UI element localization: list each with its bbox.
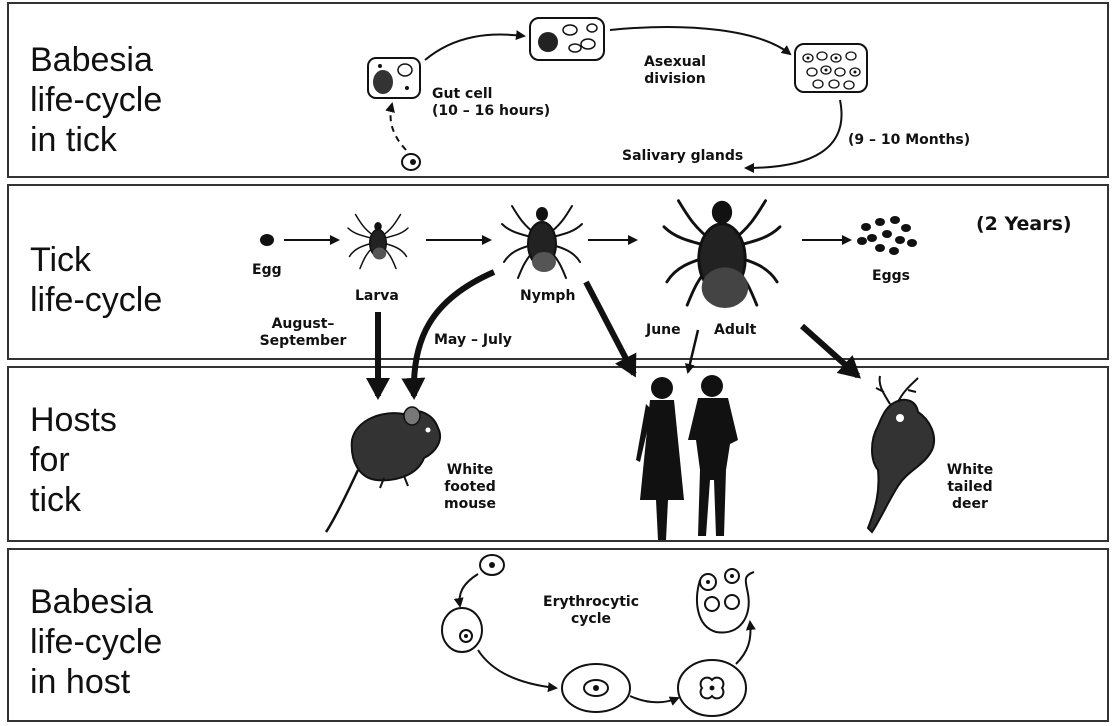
label-erythrocytic-cycle: Erythrocytic cycle bbox=[536, 594, 646, 628]
label-white-tailed-deer: White tailed deer bbox=[940, 462, 1000, 513]
panel-title-babesia-tick: Babesia life-cycle in tick bbox=[30, 40, 162, 160]
label-two-years: (2 Years) bbox=[976, 216, 1072, 233]
label-adult: Adult bbox=[714, 322, 756, 339]
label-egg: Egg bbox=[252, 262, 282, 279]
label-june: June bbox=[646, 322, 681, 339]
label-august-september: August– September bbox=[248, 316, 358, 350]
label-asexual-division: Asexual division bbox=[630, 54, 720, 88]
panel-hosts-for-tick bbox=[7, 366, 1109, 542]
label-salivary-glands: Salivary glands bbox=[622, 148, 743, 165]
label-eggs: Eggs bbox=[872, 268, 910, 285]
panel-title-hosts: Hosts for tick bbox=[30, 400, 117, 520]
label-nine-ten-months: (9 – 10 Months) bbox=[848, 132, 970, 149]
label-nymph: Nymph bbox=[520, 288, 575, 305]
label-gut-cell: Gut cell (10 – 16 hours) bbox=[432, 86, 550, 120]
panel-title-babesia-host: Babesia life-cycle in host bbox=[30, 582, 162, 702]
panel-babesia-life-cycle-in-tick bbox=[7, 2, 1109, 178]
panel-title-tick-cycle: Tick life-cycle bbox=[30, 240, 162, 320]
label-white-footed-mouse: White footed mouse bbox=[440, 462, 500, 513]
label-larva: Larva bbox=[355, 288, 399, 305]
panel-tick-life-cycle bbox=[7, 184, 1109, 360]
label-may-july: May – July bbox=[434, 332, 512, 349]
panel-babesia-life-cycle-in-host bbox=[7, 548, 1109, 722]
